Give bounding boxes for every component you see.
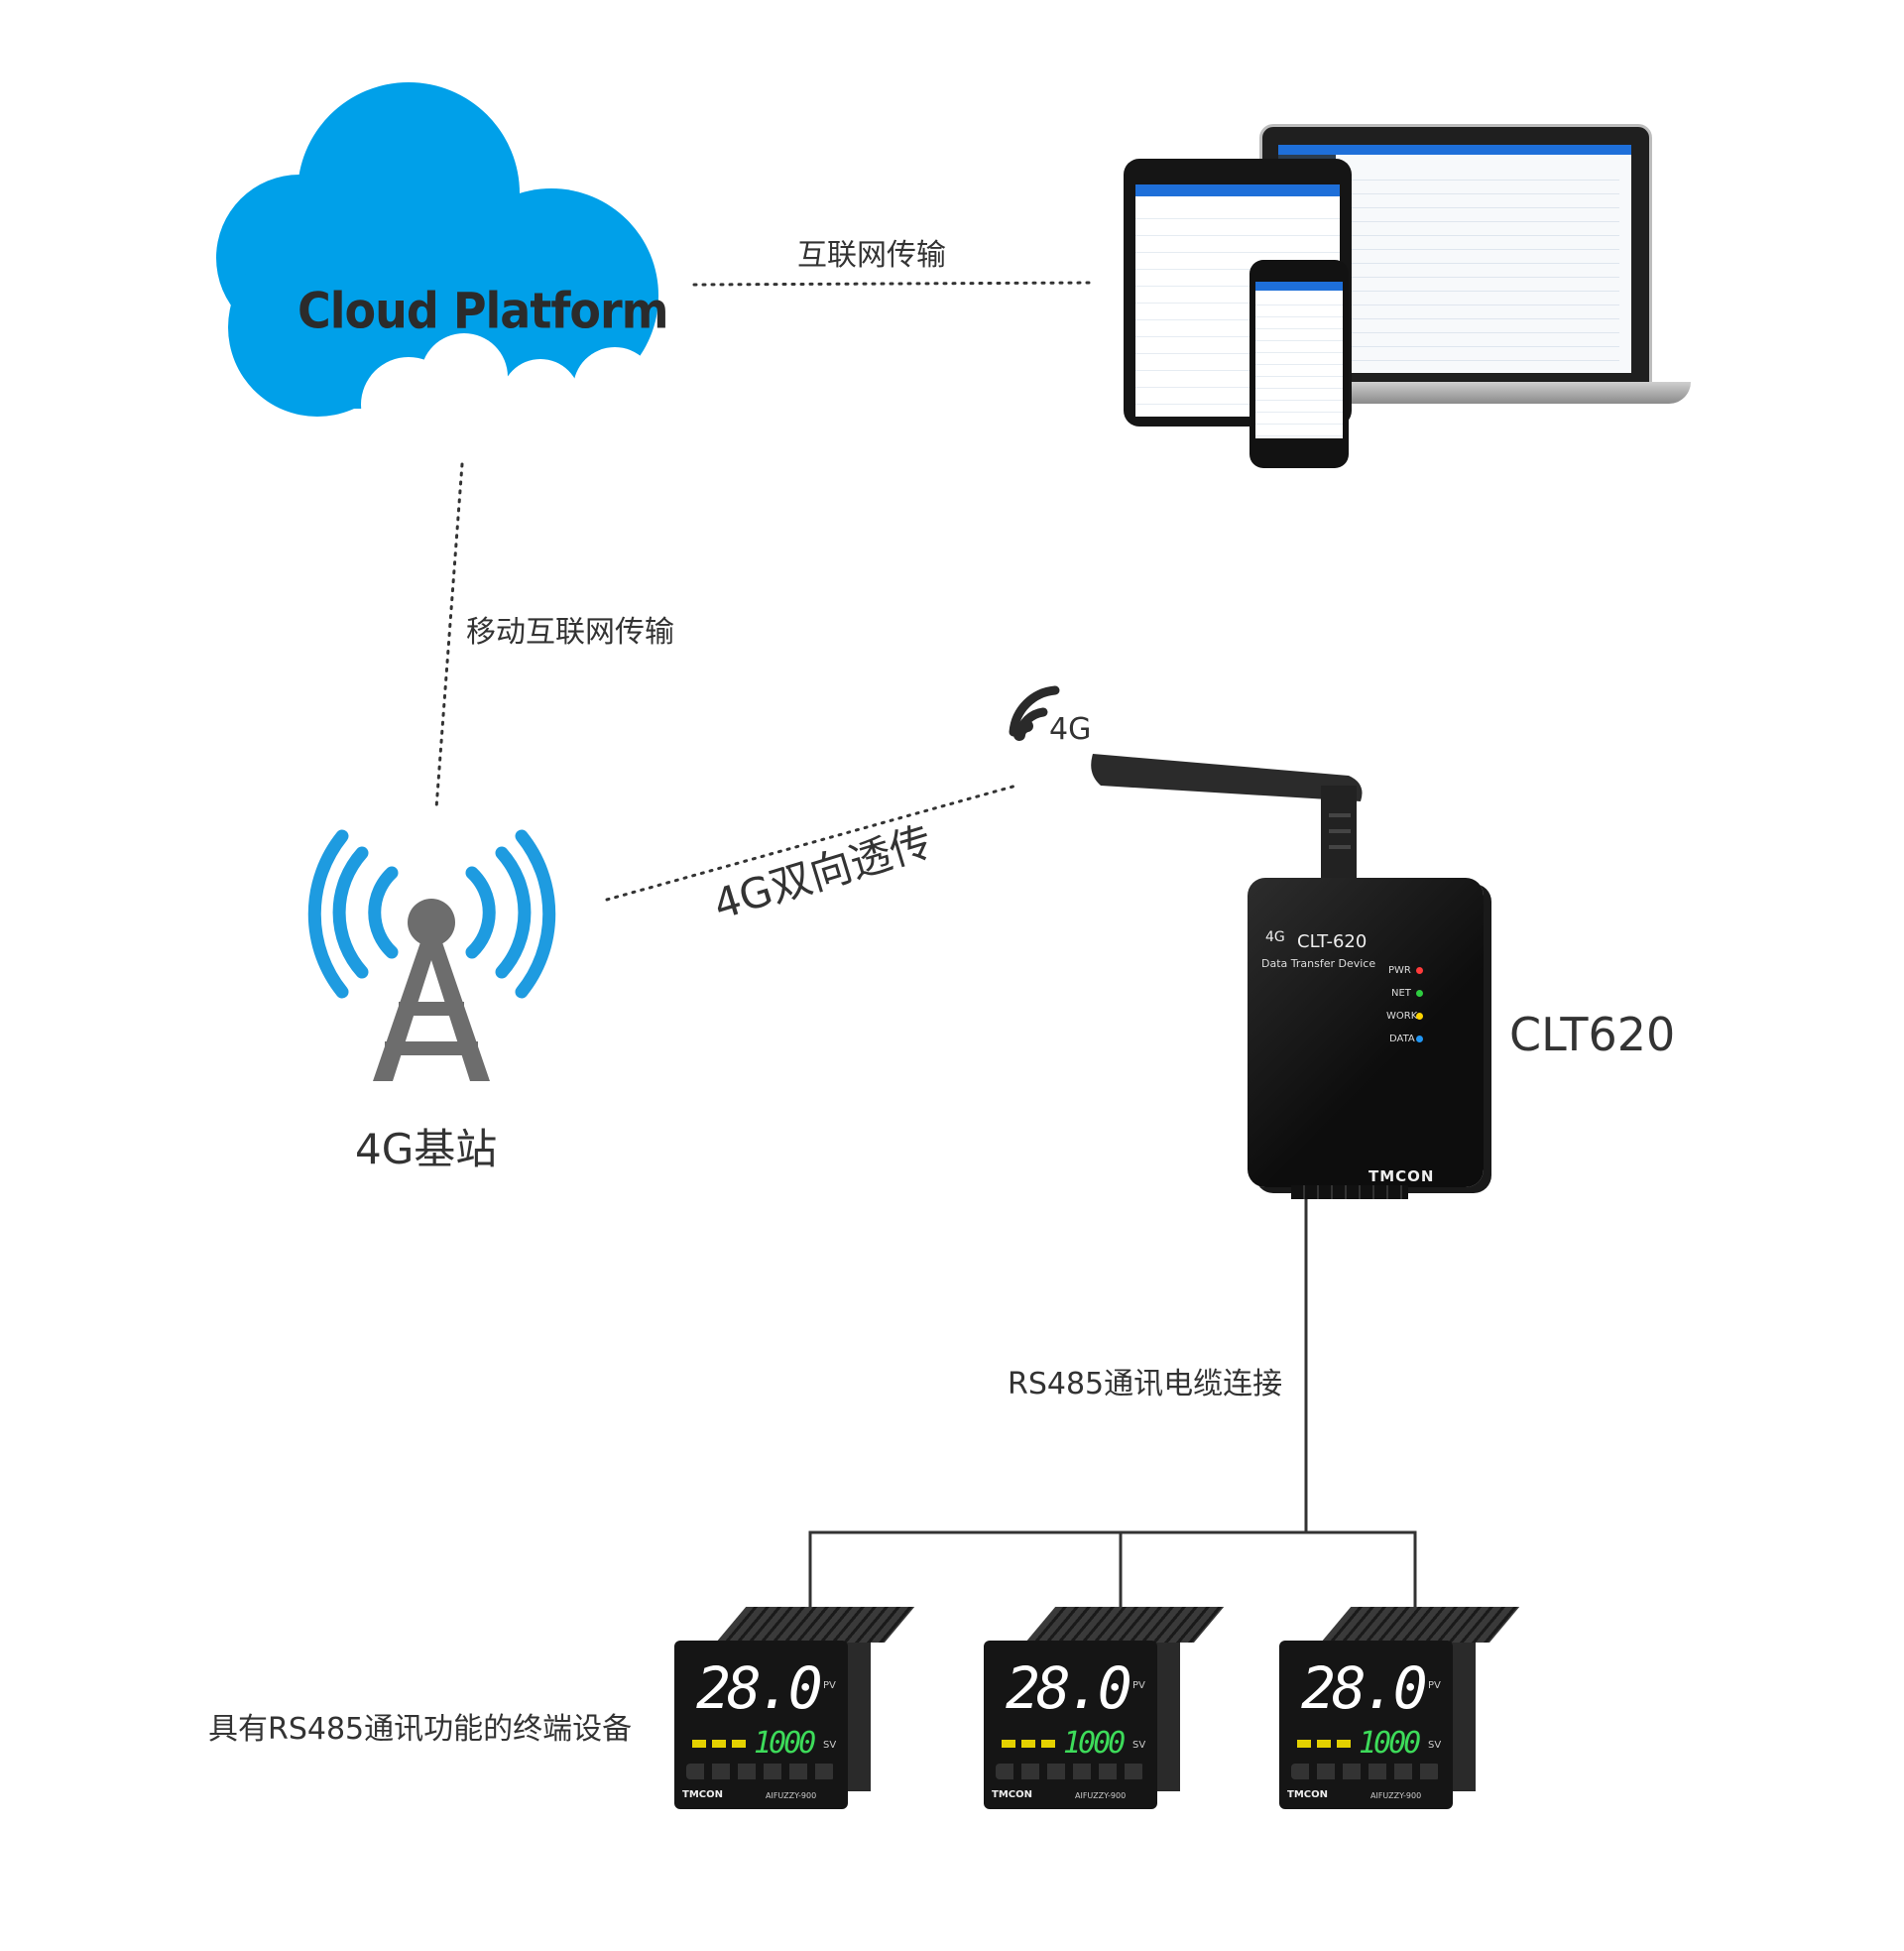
sv-unit: SV — [823, 1740, 837, 1751]
sv-unit: SV — [1132, 1740, 1146, 1751]
gateway-device: 4G CLT-620 Data Transfer Device PWR NET … — [1248, 878, 1484, 1187]
mobile-transfer-label: 移动互联网传输 — [466, 615, 674, 650]
indicator-leds — [692, 1740, 748, 1748]
led-data — [1416, 1036, 1423, 1042]
led-label-net: NET — [1391, 988, 1411, 999]
sv-display: 1000 — [754, 1726, 816, 1761]
rs485-connection-label: RS485通讯电缆连接 — [1008, 1367, 1283, 1402]
gateway-name-label: CLT620 — [1509, 1008, 1676, 1061]
led-label-work: WORK — [1386, 1011, 1418, 1022]
pv-display: 28.0 — [696, 1654, 823, 1722]
gateway-terminal-block — [1291, 1185, 1408, 1199]
phone-screen — [1255, 282, 1343, 438]
terminal-model: AIFUZZY-900 — [1075, 1791, 1127, 1800]
gateway-badge: 4G — [1265, 929, 1285, 945]
terminal-brand: TMCON — [1287, 1789, 1328, 1800]
sv-display: 1000 — [1359, 1726, 1421, 1761]
gateway-subtitle: Data Transfer Device — [1261, 957, 1376, 970]
pv-display: 28.0 — [1006, 1654, 1132, 1722]
indicator-leds — [1297, 1740, 1353, 1748]
terminal-model: AIFUZZY-900 — [1370, 1791, 1422, 1800]
signal-4g-label: 4G — [1049, 712, 1092, 747]
cloud-platform-label: Cloud Platform — [298, 281, 669, 340]
internet-link-line — [692, 281, 1093, 287]
gateway-brand: TMCON — [1368, 1167, 1435, 1185]
sv-display: 1000 — [1063, 1726, 1126, 1761]
tablet-screen — [1135, 184, 1340, 417]
terminal-model: AIFUZZY-900 — [766, 1791, 817, 1800]
led-pwr — [1416, 967, 1423, 974]
led-work — [1416, 1013, 1423, 1020]
keypad — [996, 1764, 1144, 1779]
terminal-device-2: 28.0 PV 1000 SV TMCON AIFUZZY-900 — [984, 1607, 1225, 1810]
terminal-brand: TMCON — [992, 1789, 1032, 1800]
led-net — [1416, 990, 1423, 997]
pv-unit: PV — [823, 1680, 836, 1691]
pv-unit: PV — [1132, 1680, 1145, 1691]
internet-transfer-label: 互联网传输 — [797, 238, 946, 273]
keypad — [1291, 1764, 1440, 1779]
rs485-bus-line — [808, 1530, 1417, 1607]
terminal-device-1: 28.0 PV 1000 SV TMCON AIFUZZY-900 — [674, 1607, 915, 1810]
terminal-device-3: 28.0 PV 1000 SV TMCON AIFUZZY-900 — [1279, 1607, 1520, 1810]
base-station-label: 4G基站 — [355, 1125, 498, 1173]
led-label-data: DATA — [1389, 1034, 1415, 1044]
sv-unit: SV — [1428, 1740, 1442, 1751]
led-label-pwr: PWR — [1388, 965, 1411, 976]
pv-display: 28.0 — [1301, 1654, 1428, 1722]
terminal-devices-label: 具有RS485通讯功能的终端设备 — [208, 1712, 633, 1747]
pv-unit: PV — [1428, 1680, 1441, 1691]
bidirectional-link-line — [605, 784, 1018, 902]
indicator-leds — [1002, 1740, 1057, 1748]
phone — [1250, 260, 1349, 468]
keypad — [686, 1764, 835, 1779]
gateway-model: CLT-620 — [1297, 931, 1368, 952]
mobile-link-line — [434, 462, 464, 810]
terminal-brand: TMCON — [682, 1789, 723, 1800]
